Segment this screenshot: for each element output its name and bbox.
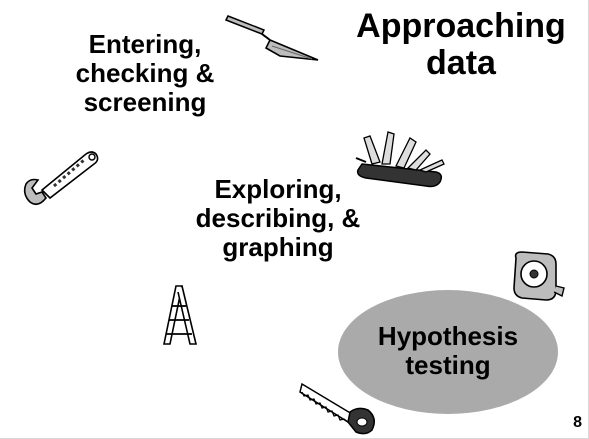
slide-title-line: Approaching [356,7,566,45]
stage-entering-checking-screening: Entering, checking & screening [50,29,240,118]
stage-label-line: Hypothesis [377,321,519,351]
stage-label-line: graphing [222,232,334,263]
stage-label-line: Exploring, [214,174,342,204]
stage-label-line: checking & [75,58,215,89]
ladder-icon [160,284,200,346]
saw-icon [296,378,380,438]
stage-exploring-describing-graphing: Exploring, describing, & graphing [168,174,388,263]
stage-label-line: Entering, [88,29,202,59]
slide-title: Approaching data [336,8,586,81]
hypothesis-ellipse [338,290,558,414]
trowel-icon [222,12,322,64]
pocket-knife-icon [352,128,448,190]
wrench-icon [20,140,104,210]
page-number: 8 [573,414,582,431]
stage-label-line: testing [405,350,491,381]
stage-label-line: screening [83,87,207,118]
stage-label-line: describing, & [195,203,361,234]
tape-measure-icon [508,248,568,306]
stage-hypothesis-testing: Hypothesis testing [338,321,558,381]
slide-title-line: data [426,43,496,82]
